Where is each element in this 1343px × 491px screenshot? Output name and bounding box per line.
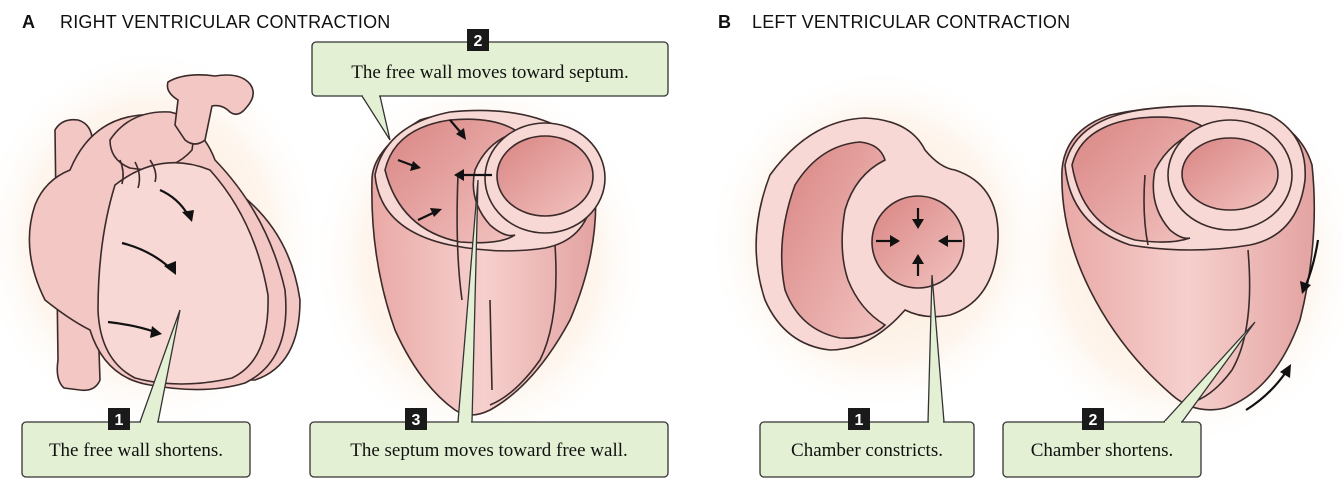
shorten-arrowhead (150, 326, 162, 338)
pulmonary-trunk (166, 74, 254, 145)
wall-arrowhead (430, 208, 442, 217)
callout-number: 1 (115, 412, 124, 429)
rv-wall-arrows (397, 119, 492, 221)
rv-section-cavity (780, 141, 887, 340)
fold-line (119, 159, 124, 185)
constrict-arrowhead (912, 219, 924, 229)
shorten-arrowhead (1300, 281, 1311, 294)
shorten-arrowhead (1280, 364, 1291, 378)
callout-badge (405, 408, 427, 430)
callout-a2: 2 The free wall moves toward septum. (311, 29, 669, 141)
panel-b-letter: B (718, 12, 731, 32)
shorten-arrow (1304, 239, 1320, 286)
callout-box (311, 41, 669, 97)
lv-cross-section (755, 117, 999, 351)
rv-cut-ventricle (371, 109, 606, 416)
septum-edge (1143, 174, 1149, 246)
callout-box (21, 421, 251, 478)
wall-arrow (417, 211, 436, 221)
callout-text: The septum moves toward free wall. (350, 440, 628, 461)
wall-arrow (397, 158, 415, 168)
shell-inner-edge (1184, 249, 1251, 405)
shell-cut-edge (489, 299, 493, 391)
callout-text: The free wall moves toward septum. (351, 62, 629, 83)
panel-a-title: RIGHT VENTRICULAR CONTRACTION (60, 12, 391, 32)
constrict-arrowhead (912, 254, 924, 264)
rv-cavity (1071, 116, 1207, 243)
callout-b2: 2 Chamber shortens. (1002, 321, 1256, 478)
callout-text: The free wall shortens. (49, 440, 223, 461)
callout-badge (848, 408, 870, 430)
shorten-arrowhead (164, 261, 176, 275)
callout-box (309, 421, 669, 478)
callout-number: 3 (412, 412, 421, 429)
fold-line (149, 159, 157, 183)
heart-illustration (28, 74, 301, 392)
panel-b-heading: B LEFT VENTRICULAR CONTRACTION (718, 12, 1070, 32)
lv-cavity (496, 135, 594, 217)
septum-arrowhead (454, 169, 464, 181)
wall-arrowhead (410, 161, 421, 171)
callout-a1: 1 The free wall shortens. (21, 309, 251, 478)
callout-badge (1082, 408, 1104, 430)
panel-a-heading: A RIGHT VENTRICULAR CONTRACTION (22, 12, 391, 32)
shorten-arrow (1245, 371, 1287, 411)
panel-b-title: LEFT VENTRICULAR CONTRACTION (752, 12, 1070, 32)
shorten-arrows (1245, 239, 1320, 411)
panel-a-letter: A (22, 12, 35, 32)
lv-cut-ventricle (1061, 105, 1320, 411)
callout-number: 1 (855, 412, 864, 429)
callout-badge (467, 29, 489, 51)
callout-text: Chamber constricts. (791, 440, 943, 461)
lv-section-cavity (871, 195, 965, 289)
callout-number: 2 (1089, 412, 1098, 429)
callout-text: Chamber shortens. (1031, 440, 1173, 461)
wall-arrowhead (456, 128, 466, 140)
constrict-arrowhead (938, 235, 948, 247)
callout-number: 2 (474, 33, 483, 50)
free-wall-arrows (107, 188, 194, 338)
fold-line (134, 161, 141, 189)
shorten-arrowhead (182, 210, 194, 222)
septum-edge (456, 174, 463, 301)
constrict-arrows (876, 208, 962, 276)
callout-b1: 1 Chamber constricts. (759, 274, 975, 478)
constrict-arrowhead (890, 235, 900, 247)
callout-badge (108, 408, 130, 430)
lv-cavity (1181, 137, 1279, 211)
callout-a3: 3 The septum moves toward free wall. (309, 179, 669, 478)
shell-inner-edge (489, 244, 557, 406)
